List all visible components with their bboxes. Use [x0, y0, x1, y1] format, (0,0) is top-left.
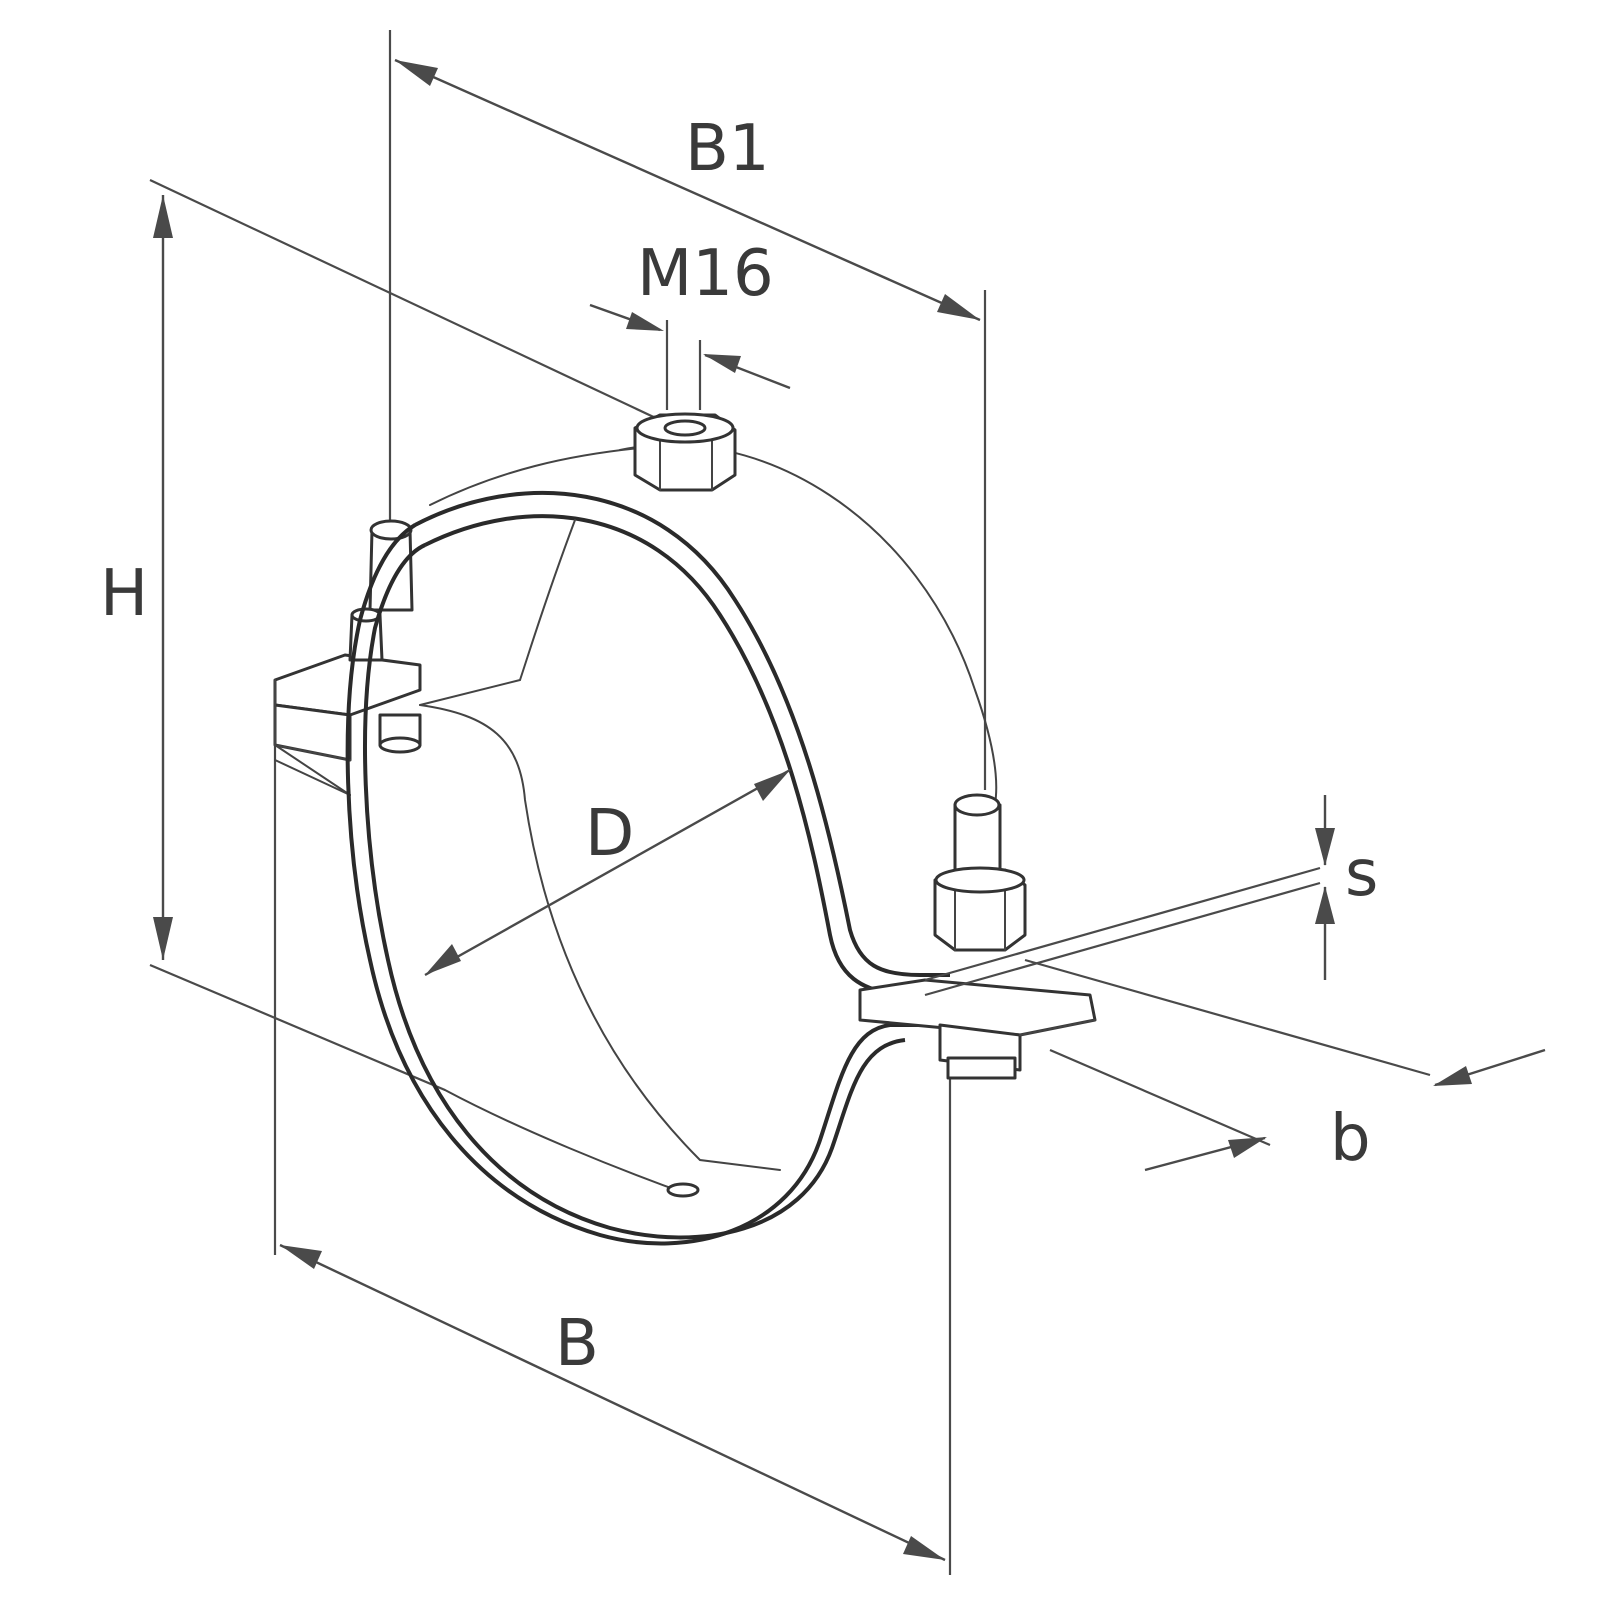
- dim-b-line: [279, 1243, 946, 1562]
- dim-d-line: [424, 768, 791, 977]
- right-flange-plate: [858, 978, 1097, 1080]
- label-d: D: [585, 797, 634, 871]
- label-b1: B1: [685, 112, 770, 186]
- weld-nut-bottom: [666, 1182, 700, 1198]
- dimension-lines: [161, 58, 1546, 1562]
- arrowheads: [153, 60, 1472, 1560]
- right-bolt: [933, 793, 1027, 952]
- label-m16: M16: [637, 237, 774, 311]
- clamp-front-band: [345, 490, 950, 1246]
- clamp-front-band-inner: [363, 514, 906, 1240]
- pipe-clamp: [273, 412, 1097, 1246]
- label-h: H: [100, 557, 148, 631]
- label-b-small: b: [1330, 1102, 1371, 1176]
- label-s: s: [1345, 837, 1378, 911]
- extension-lines: [149, 30, 1431, 1575]
- top-nut-m16: [633, 412, 737, 492]
- dimension-labels: B1 M16 H D s b B: [100, 112, 1378, 1381]
- label-b-width: B: [555, 1307, 599, 1381]
- dim-b1-line: [394, 58, 981, 322]
